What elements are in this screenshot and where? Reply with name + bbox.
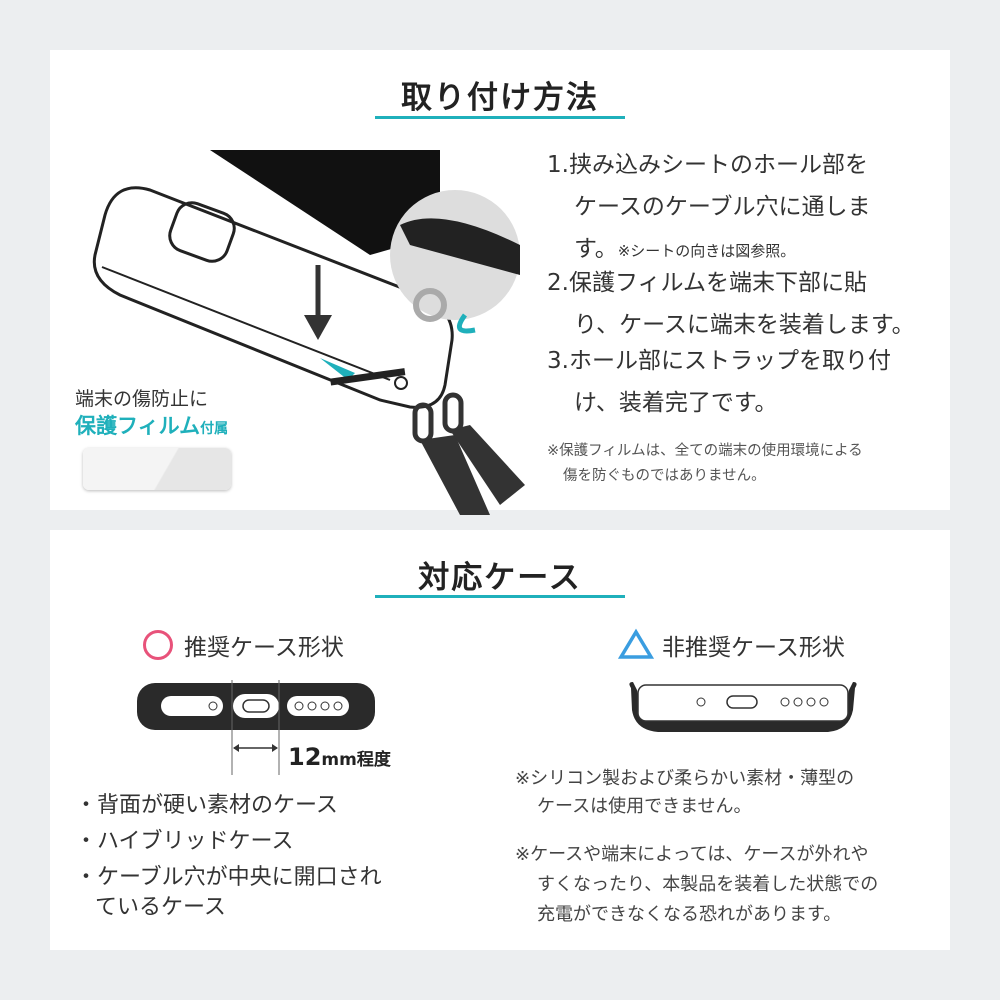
list-item: ・ハイブリッドケース	[75, 829, 294, 854]
arrow-icon	[320, 358, 355, 380]
step-3: 3.ホール部にストラップを取り付 け、装着完了です。	[547, 348, 891, 416]
protective-film-image	[83, 448, 231, 490]
title-underline	[375, 595, 625, 598]
strap-icon	[412, 392, 525, 515]
recommended-heading: 推奨ケース形状	[184, 635, 344, 661]
film-suffix: 付属	[200, 421, 229, 437]
installation-illustration	[92, 150, 525, 515]
arrow-down-icon	[304, 315, 332, 340]
triangle-icon	[618, 628, 654, 659]
disclaimer: ※保護フィルムは、全ての端末の使用環境による 傷を防ぐものではありません。	[547, 443, 863, 484]
film-caption-bold: 保護フィルム付属	[75, 410, 228, 440]
list-item: ・ケーブル穴が中央に開口され	[75, 865, 382, 890]
recommended-case-diagram	[137, 680, 375, 775]
title-underline	[375, 116, 625, 119]
step-2: 2.保護フィルムを端末下部に貼 り、ケースに端末を装着します。	[547, 270, 915, 338]
note-detach-warning: ※ケースや端末によっては、ケースが外れや すくなったり、本製品を装着した状態での…	[515, 844, 879, 925]
list-item-cont: ているケース	[95, 895, 226, 920]
installation-panel: 取り付け方法 端末の傷防止に 保護フィルム付属 1.挟み込みシートのホール部を …	[50, 50, 950, 515]
dimension-label: 12mm程度	[288, 743, 391, 771]
section-title: 取り付け方法	[401, 80, 599, 116]
case-icon	[92, 186, 454, 409]
note-soft-cases: ※シリコン製および柔らかい素材・薄型の ケースは使用できません。	[515, 768, 855, 817]
not-recommended-case-diagram	[629, 682, 857, 732]
section-title: 対応ケース	[418, 560, 582, 596]
camera-icon	[168, 201, 236, 263]
circle-icon	[143, 630, 173, 660]
film-label: 保護フィルム	[75, 414, 201, 438]
list-item: ・背面が硬い素材のケース	[75, 793, 338, 818]
phone-icon	[210, 150, 440, 255]
not-recommended-heading: 非推奨ケース形状	[662, 635, 845, 661]
film-caption: 端末の傷防止に	[75, 388, 209, 410]
step-1: 1.挟み込みシートのホール部を ケースのケーブル穴に通しま す。※シートの向きは…	[547, 152, 871, 262]
recommended-list: ・背面が硬い素材のケース ・ハイブリッドケース ・ケーブル穴が中央に開口され て…	[75, 788, 382, 926]
compatible-case-panel: 対応ケース 推奨ケース形状 12mm程度 ・背面が硬い素材のケース ・ハイブリッ…	[50, 530, 950, 950]
